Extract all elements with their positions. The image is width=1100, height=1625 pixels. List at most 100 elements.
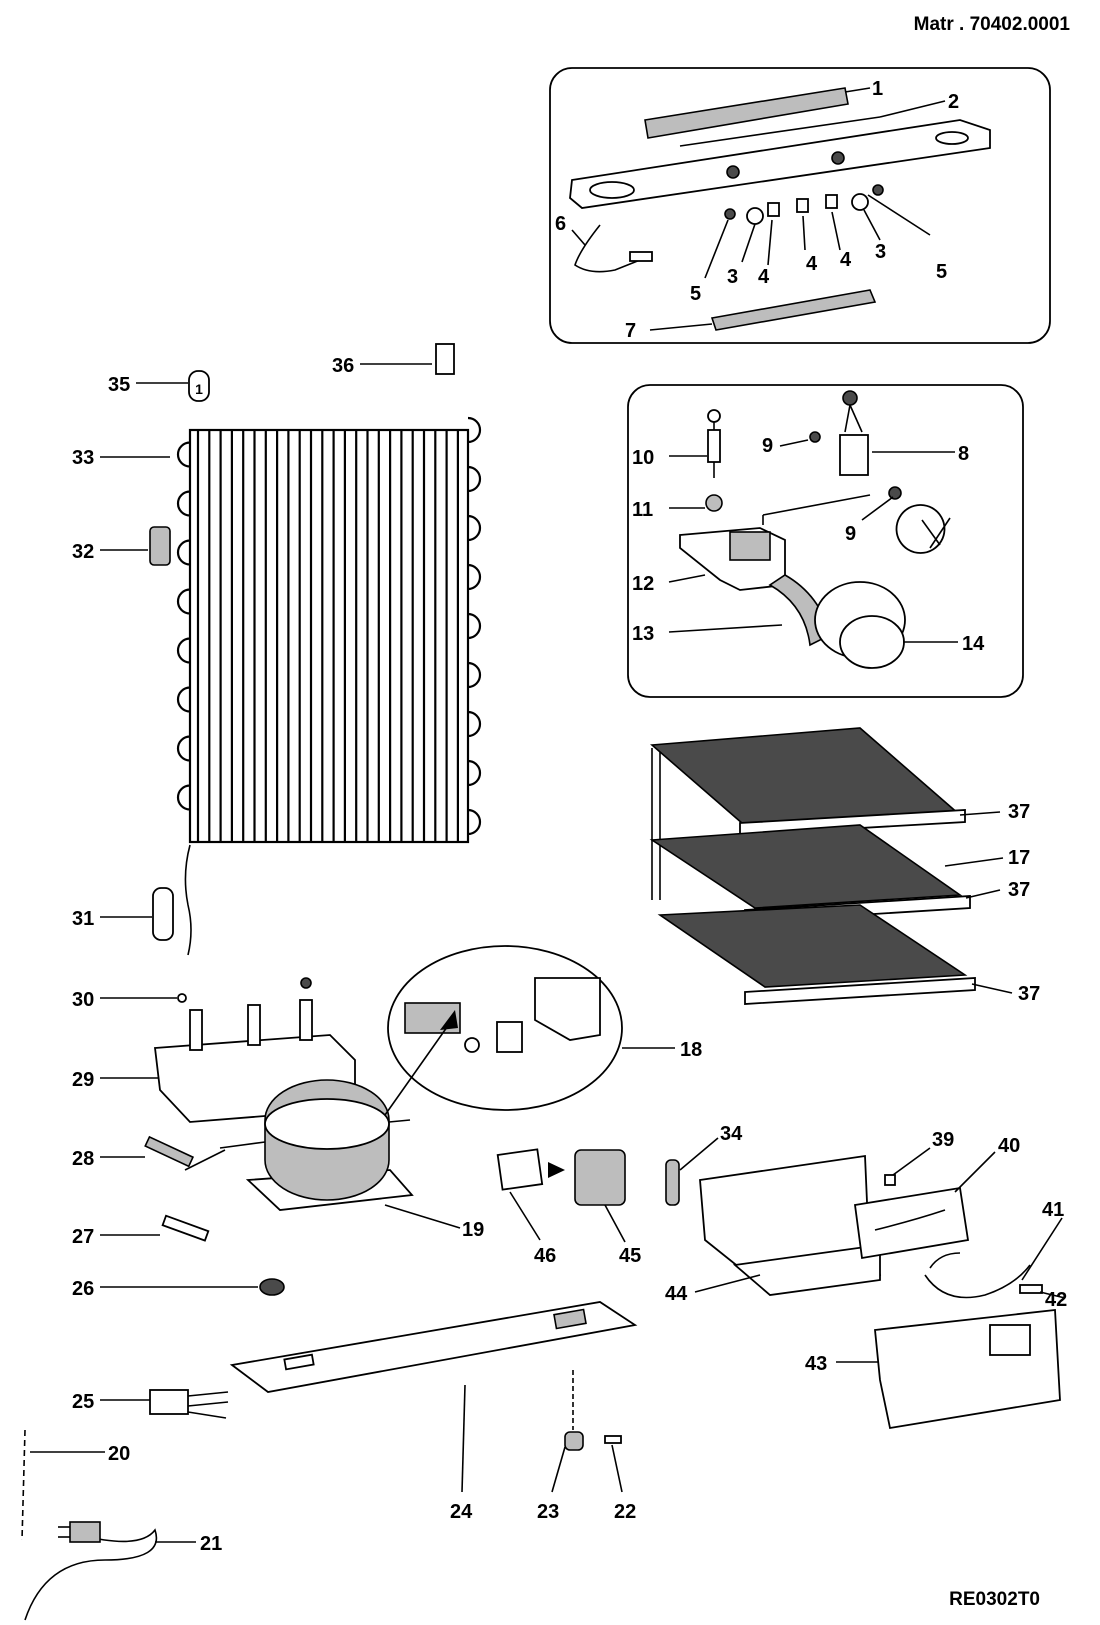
callout-22: 22	[614, 1501, 636, 1523]
display-label-strip	[644, 87, 849, 139]
callout-32: 32	[72, 541, 94, 563]
board-cover	[874, 1309, 1061, 1430]
callout-42: 42	[1045, 1289, 1067, 1311]
compressor-lead	[184, 1149, 226, 1171]
shelf-trim-top	[739, 809, 966, 836]
relay-cover	[534, 977, 601, 1041]
callout-5: 5	[690, 283, 701, 305]
callout-20: 20	[108, 1443, 130, 1465]
callout-3: 3	[875, 241, 886, 263]
condenser-tube-loop	[176, 490, 191, 517]
condenser-tube-loop	[467, 514, 482, 542]
callout-46: 46	[534, 1245, 556, 1267]
thermostat-bracket	[839, 434, 869, 476]
callout-1: 1	[872, 78, 883, 100]
condenser-wires	[196, 430, 459, 842]
callout-26: 26	[72, 1278, 94, 1300]
shelf-bottom	[657, 904, 968, 988]
power-switch	[149, 1389, 189, 1415]
condenser-tube-loop	[176, 588, 191, 615]
callout-28: 28	[72, 1148, 94, 1170]
condenser-tube-loop	[467, 465, 482, 493]
control-panel-parts	[569, 87, 991, 331]
condenser-tube-loop	[467, 759, 482, 787]
callout-31: 31	[72, 908, 94, 930]
lamp-bulb	[705, 494, 723, 512]
callout-14: 14	[962, 633, 985, 655]
leaders-shelves	[944, 811, 1013, 994]
callout-37: 37	[1008, 801, 1030, 823]
callout-11: 11	[632, 499, 653, 521]
condenser-tube-loop	[467, 563, 482, 591]
base-plate	[229, 1301, 638, 1393]
callout-24: 24	[450, 1501, 473, 1523]
callout-7: 7	[625, 320, 636, 342]
callout-30: 30	[72, 989, 94, 1011]
callout-44: 44	[665, 1283, 688, 1305]
callout-9: 9	[845, 523, 856, 545]
lamp-holder	[707, 429, 721, 463]
callout-35: 35	[108, 374, 130, 396]
callout-6: 6	[555, 213, 566, 235]
callout-5: 5	[936, 261, 947, 283]
callout-18: 18	[680, 1039, 702, 1061]
condenser-tube-loops	[176, 416, 482, 836]
condenser-tube-loop	[467, 416, 482, 444]
board-clip	[884, 1174, 896, 1186]
callout-37: 37	[1018, 983, 1040, 1005]
leaders-compressor	[100, 1156, 461, 1288]
condenser-tube-loop	[176, 637, 191, 664]
leaders-cord	[30, 1451, 196, 1543]
leaders-panel2	[668, 404, 958, 643]
tube-cap	[188, 370, 210, 402]
callout-45: 45	[619, 1245, 641, 1267]
compressor	[184, 1010, 458, 1211]
control-panel-fascia	[569, 119, 991, 209]
matr-code: Matr . 70402.0001	[914, 14, 1071, 35]
condenser-tube-loop	[176, 441, 191, 468]
callout-21: 21	[200, 1533, 222, 1555]
callout-36: 36	[332, 355, 354, 377]
condenser-tube-loop	[467, 808, 482, 836]
harness-connector	[1019, 1284, 1043, 1294]
overload-protector	[496, 1021, 523, 1053]
condenser-coil	[176, 416, 482, 956]
callout-23: 23	[537, 1501, 559, 1523]
callout-4: 4	[758, 266, 770, 288]
callout-12: 12	[632, 573, 654, 595]
leaders-base	[100, 1384, 623, 1493]
callout-4: 4	[806, 253, 818, 275]
sensor-lead	[574, 224, 646, 273]
lamp-assembly-parts	[679, 390, 951, 669]
condenser-tube-loop	[176, 686, 191, 713]
shelf-trim-bottom	[744, 977, 976, 1005]
rubber-grommet	[259, 1278, 285, 1296]
condenser-tube-loop	[176, 735, 191, 762]
drawing-code: RE0302T0	[949, 1589, 1040, 1610]
callout-8: 8	[958, 443, 969, 465]
socket-pin	[604, 1435, 622, 1444]
callout-13: 13	[632, 623, 654, 645]
callout-39: 39	[932, 1129, 954, 1151]
control-board	[853, 1186, 970, 1260]
callout-9: 9	[762, 435, 773, 457]
cable-clamp	[21, 1429, 26, 1541]
leaders-electronics	[679, 1137, 1066, 1363]
connector-lead	[144, 1135, 195, 1168]
thermostat-knob	[895, 504, 946, 554]
callout-43: 43	[805, 1353, 827, 1375]
arrow-to-relay	[384, 1019, 453, 1116]
leaders-panel1	[571, 87, 946, 331]
callout-10: 10	[632, 447, 654, 469]
condenser-tube-loop	[176, 539, 191, 566]
callout-33: 33	[72, 447, 94, 469]
filter-drier	[152, 887, 174, 941]
callout-17: 17	[1008, 847, 1030, 869]
condenser-tube-loop	[176, 784, 191, 811]
condenser-tube-loop	[467, 612, 482, 640]
lamp-assembly-detail-frame	[627, 384, 1024, 698]
power-cord	[24, 1528, 158, 1621]
shelf-assembly	[649, 727, 976, 1005]
mains-plug	[69, 1521, 101, 1543]
